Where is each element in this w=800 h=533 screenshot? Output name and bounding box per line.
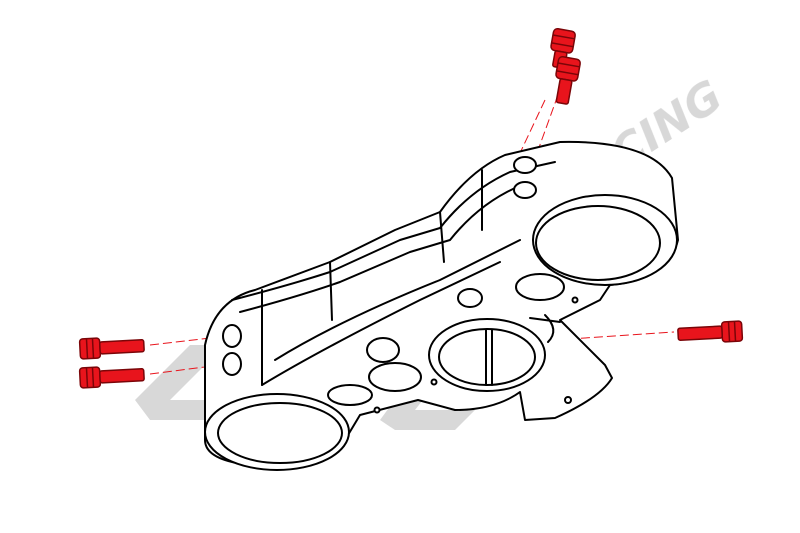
triple-clamp	[204, 140, 679, 471]
right-bolt	[676, 320, 744, 346]
left-bolt-1	[78, 334, 146, 360]
left-bolt-2	[78, 363, 146, 389]
top-bolt-2	[555, 55, 581, 105]
